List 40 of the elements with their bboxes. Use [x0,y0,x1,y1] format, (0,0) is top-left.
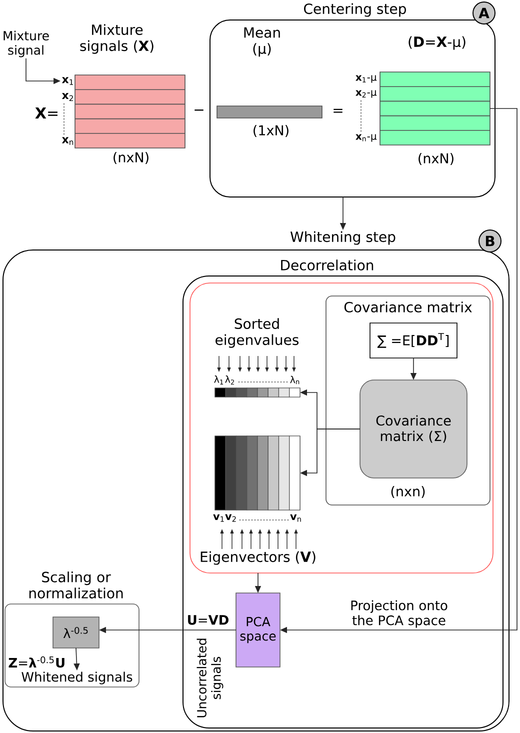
panel-title: Centering step [304,3,406,17]
edge-label: Projection onto the PCA space [346,599,452,629]
matrix-symbol: X= [35,108,58,118]
eigenvalue-label: λ$_{n}$ [290,376,300,384]
bar-title: Mean (μ) [244,27,280,57]
panel-title: Whitening step [290,231,396,245]
circled-letter: B [478,230,502,252]
panel-title: Decorrelation [281,260,374,270]
row-label: x$_{1}$ [62,77,74,85]
eigenvector-label: v$_{n}$ [290,514,301,522]
row-label: x$_{n}$-μ [356,134,377,142]
output-text: Whitened signals [22,672,132,684]
operator-sign: − [194,110,204,111]
eigenvector-label: v$_{2}$ [225,514,236,522]
rounded-panel [190,282,494,574]
panel-title: Scaling or normalization [29,572,123,598]
row-label: x$_{2}$-μ [356,90,377,98]
process-box: PCA space [236,592,280,668]
process-box: λ$^{-0.5}$ [52,616,100,648]
matrix-title: (D=X-μ) [408,36,466,50]
process-box: Covariance matrix (Σ) [360,380,468,478]
circled-letter: A [472,2,496,24]
matrix-title: Eigenvectors (V) [200,551,316,565]
edge-label: U=VD [186,614,230,626]
eigenvalue-label: λ$_{2}$ [225,375,234,385]
row-label: x$_{1}$-μ [356,75,377,83]
eigenvector-label: v$_{1}$ [213,514,224,522]
formula-text: Z=λ$^{-0.5}$U [8,656,64,668]
eigenvalue-label: λ$_{1}$ [214,376,224,384]
size-label: (nxN) [418,153,454,166]
row-label: x$_{n}$ [62,137,74,145]
operator-sign: = [334,108,342,113]
rotated-label: Uncorrelated signals [196,638,224,718]
matrix-title: Mixture signals (X) [80,24,154,54]
strip-title: Sorted eigenvalues [216,318,299,348]
size-label: (1xN) [254,125,288,138]
size-label: (nxN) [114,152,148,164]
formula-box: ∑ =E[DD$^{T}$] [370,322,458,358]
row-label: x$_{2}$ [62,93,73,101]
callout-text: Mixture signal [4,30,49,58]
